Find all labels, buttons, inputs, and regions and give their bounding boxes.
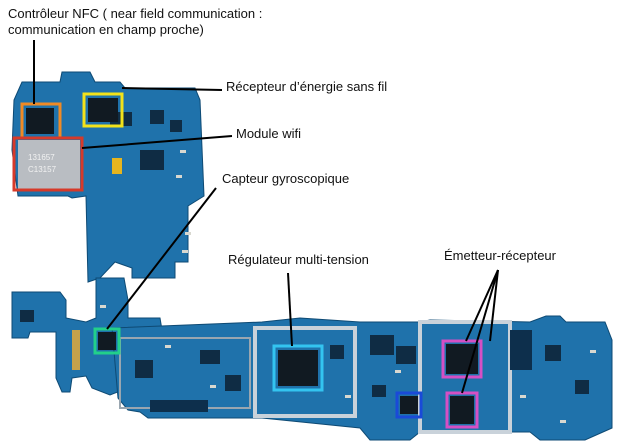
contact-pads (72, 330, 80, 370)
blue-chip (400, 396, 418, 414)
wireless-charging-chip (88, 98, 118, 122)
label-transceiver: Émetteur-récepteur (444, 248, 556, 263)
wifi-module-highlight (12, 136, 84, 192)
small-components (20, 110, 589, 397)
label-nfc-line2: communication en champ proche) (8, 22, 204, 37)
wifi-chip-marking-1: 131657 (28, 153, 55, 162)
label-wireless-charging: Récepteur d’énergie sans fil (226, 79, 388, 94)
regulator-chip (278, 350, 318, 386)
nfc-chip (26, 108, 54, 134)
connector-strip (150, 400, 208, 412)
label-wifi-module: Module wifi (236, 126, 302, 141)
blue-chip-highlight (395, 391, 423, 419)
wireless-charging-highlight (82, 92, 124, 128)
regulator-highlight (272, 344, 324, 392)
transceiver-chip-1 (446, 344, 478, 374)
label-gyroscope: Capteur gyroscopique (222, 171, 350, 186)
pcb-main-section (111, 315, 613, 441)
gyroscope-chip (98, 332, 116, 350)
smd-parts (100, 150, 596, 423)
transceiver-chip-2 (450, 396, 474, 424)
wifi-chip (18, 140, 80, 190)
connector-right (510, 330, 532, 370)
label-multi-regulator: Régulateur multi-tension (228, 252, 369, 267)
shield-frame-regulator (253, 326, 357, 418)
wifi-chip-marking-2: C13157 (28, 165, 57, 174)
gold-component (112, 158, 122, 174)
transceiver-highlight-1 (441, 339, 483, 379)
leader-lines (33, 40, 499, 394)
label-nfc-line1: Contrôleur NFC ( near field communicatio… (8, 6, 263, 21)
shield-frame-transceiver (418, 320, 512, 434)
